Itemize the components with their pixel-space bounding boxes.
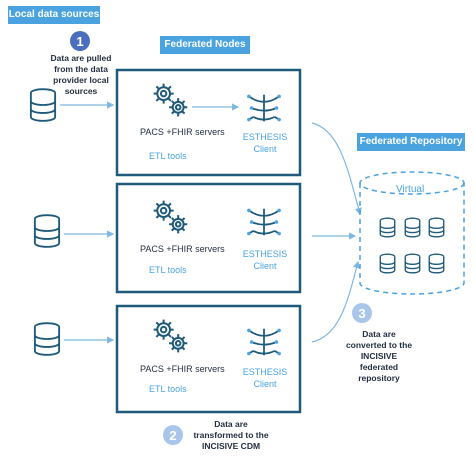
client-label: ESTHESIS Client [240,248,290,272]
client-name: ESTHESIS [242,132,288,142]
database-icon [379,253,396,274]
client-sub: Client [253,261,277,271]
client-sub: Client [253,379,277,389]
circuit-icon [246,93,282,123]
step-2-text: Data are transformed to the INCISIVE CDM [193,419,269,451]
database-icon [428,253,445,274]
step-number: 3 [358,306,365,321]
repository-cylinder [359,171,465,295]
virtual-label: Virtual [396,184,425,195]
gears-icon [152,199,189,235]
step-3-text: Data are converted to the INCISIVE feder… [345,329,413,383]
step-number: 1 [76,34,83,49]
etl-label: ETL tools [149,384,187,394]
database-icon [33,322,61,356]
number-badge-icon: 1 [70,31,90,51]
database-icon [379,217,396,238]
etl-label: ETL tools [149,151,187,161]
client-name: ESTHESIS [242,367,288,377]
database-icon [33,214,61,248]
etl-label: ETL tools [149,265,187,275]
arrow-icon [311,260,360,343]
node-box-1 [115,68,302,177]
federated-nodes-tag: Federated Nodes [160,36,250,54]
circuit-icon [246,327,282,357]
servers-label: PACS +FHIR servers [140,244,225,254]
number-badge-icon: 2 [163,425,183,445]
servers-label: PACS +FHIR servers [140,364,225,374]
gears-icon [152,318,189,354]
circuit-icon [246,207,282,237]
step-number: 2 [169,428,176,443]
database-icon [404,217,421,238]
node-box-3 [115,304,302,414]
gears-icon [152,82,189,118]
federated-repository-tag: Federated Repository [357,133,465,151]
servers-label: PACS +FHIR servers [140,127,225,137]
local-sources-tag: Local data sources [8,6,100,24]
database-icon [404,253,421,274]
client-label: ESTHESIS Client [240,131,290,155]
client-name: ESTHESIS [242,249,288,259]
number-badge-icon: 3 [352,303,372,323]
arrow-icon [311,122,362,216]
client-label: ESTHESIS Client [240,366,290,390]
database-icon [428,217,445,238]
node-box-2 [115,182,302,294]
step-1-text: Data are pulled from the data provider l… [50,53,112,96]
client-sub: Client [253,144,277,154]
